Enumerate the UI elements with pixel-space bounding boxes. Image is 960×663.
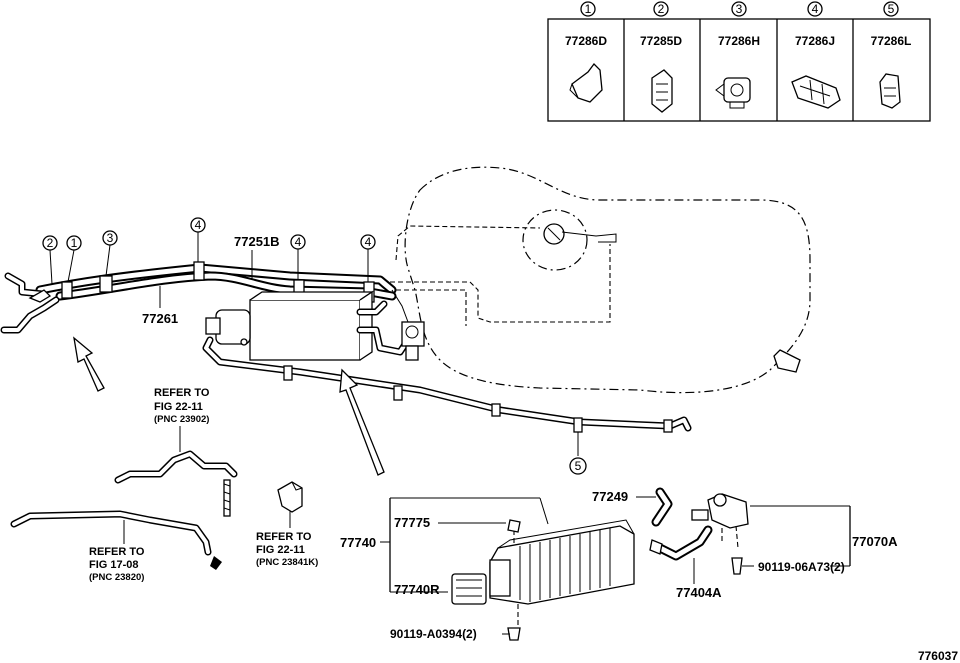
legend-num-5: 5 (888, 2, 895, 16)
front-arrow-icon (73, 336, 105, 392)
callout-5: 5 (569, 457, 587, 475)
legend-part-77286j: 77286J (795, 34, 835, 48)
legend-col-5: 5 77286L (871, 1, 912, 109)
refer-block-fig17-08-23820: REFER TO FIG 17-08 (PNC 23820) (89, 520, 145, 583)
svg-text:(PNC 23820): (PNC 23820) (89, 572, 144, 583)
legend-part-77286d: 77286D (565, 34, 607, 48)
label-90119-a0394: 90119-A0394(2) (390, 627, 477, 641)
label-77251b: 77251B (234, 234, 280, 249)
fitting-23841k (277, 481, 303, 513)
svg-text:4: 4 (365, 235, 372, 249)
callout-1: 1 (66, 235, 82, 283)
upper-canister-assembly (205, 289, 425, 361)
legend-col-4: 4 77286J (791, 1, 841, 109)
svg-text:REFER TO: REFER TO (154, 387, 210, 399)
fuel-tank-outline (390, 166, 811, 394)
clip-77285d-icon (651, 69, 673, 113)
legend-part-77286h: 77286H (718, 34, 760, 48)
svg-text:3: 3 (107, 231, 114, 245)
pipe-23902 (114, 450, 238, 517)
valve-77070a (691, 493, 749, 575)
refer-block-fig22-11-23841k: REFER TO FIG 22-11 (PNC 23841K) (256, 510, 318, 568)
svg-text:FIG 22-11: FIG 22-11 (154, 401, 203, 413)
pipe-23820 (10, 510, 222, 570)
legend-col-3: 3 77286H (715, 1, 760, 109)
label-77261: 77261 (142, 311, 178, 326)
legend-col-1: 1 77286D (565, 1, 607, 103)
callout-3: 3 (102, 230, 118, 277)
label-90119-06a73: 90119-06A73(2) (758, 560, 845, 574)
legend-num-3: 3 (736, 2, 743, 16)
clip-77286d-icon (569, 63, 603, 103)
label-77070a: 77070A (852, 534, 898, 549)
callout-4c: 4 (360, 234, 376, 282)
svg-text:2: 2 (47, 236, 54, 250)
svg-text:1: 1 (71, 236, 78, 250)
legend-num-2: 2 (658, 2, 665, 16)
figure-id: 776037 (918, 649, 958, 663)
callout-4a: 4 (190, 217, 206, 262)
label-77775: 77775 (394, 515, 430, 530)
view-arrow-icon (339, 368, 385, 476)
svg-text:5: 5 (575, 459, 582, 473)
bracket-77740 (389, 497, 549, 593)
legend-num-1: 1 (585, 2, 592, 16)
label-77249: 77249 (592, 489, 628, 504)
svg-text:(PNC 23841K): (PNC 23841K) (256, 557, 318, 568)
svg-text:(PNC 23902): (PNC 23902) (154, 414, 209, 425)
vent-line-lower (202, 336, 692, 456)
lower-canister-77740 (451, 519, 635, 641)
clip-77286j-icon (791, 75, 841, 109)
legend-col-2: 2 77285D (640, 1, 682, 113)
clip-legend-table: 1 77286D 2 77285D 3 77286H (547, 1, 931, 122)
svg-text:4: 4 (295, 235, 302, 249)
legend-part-77286l: 77286L (871, 34, 912, 48)
svg-text:FIG 17-08: FIG 17-08 (89, 559, 139, 571)
svg-text:4: 4 (195, 218, 202, 232)
clip-77286h-icon (715, 77, 751, 109)
refer-block-fig22-11-23902: REFER TO FIG 22-11 (PNC 23902) (154, 387, 210, 452)
hose-77404a (649, 525, 713, 561)
callout-4b: 4 (290, 234, 306, 280)
legend-part-77285d: 77285D (640, 34, 682, 48)
svg-text:REFER TO: REFER TO (256, 531, 312, 543)
callout-2: 2 (42, 235, 58, 285)
engine-side-pipes (0, 272, 60, 334)
legend-num-4: 4 (812, 2, 819, 16)
hose-77249 (651, 487, 673, 527)
clip-77286l-icon (879, 73, 901, 109)
bracket-77070a (750, 505, 851, 567)
svg-text:REFER TO: REFER TO (89, 546, 145, 558)
label-77404a: 77404A (676, 585, 722, 600)
label-77740r: 77740R (394, 582, 440, 597)
label-77740: 77740 (340, 535, 376, 550)
svg-text:FIG 22-11: FIG 22-11 (256, 544, 305, 556)
